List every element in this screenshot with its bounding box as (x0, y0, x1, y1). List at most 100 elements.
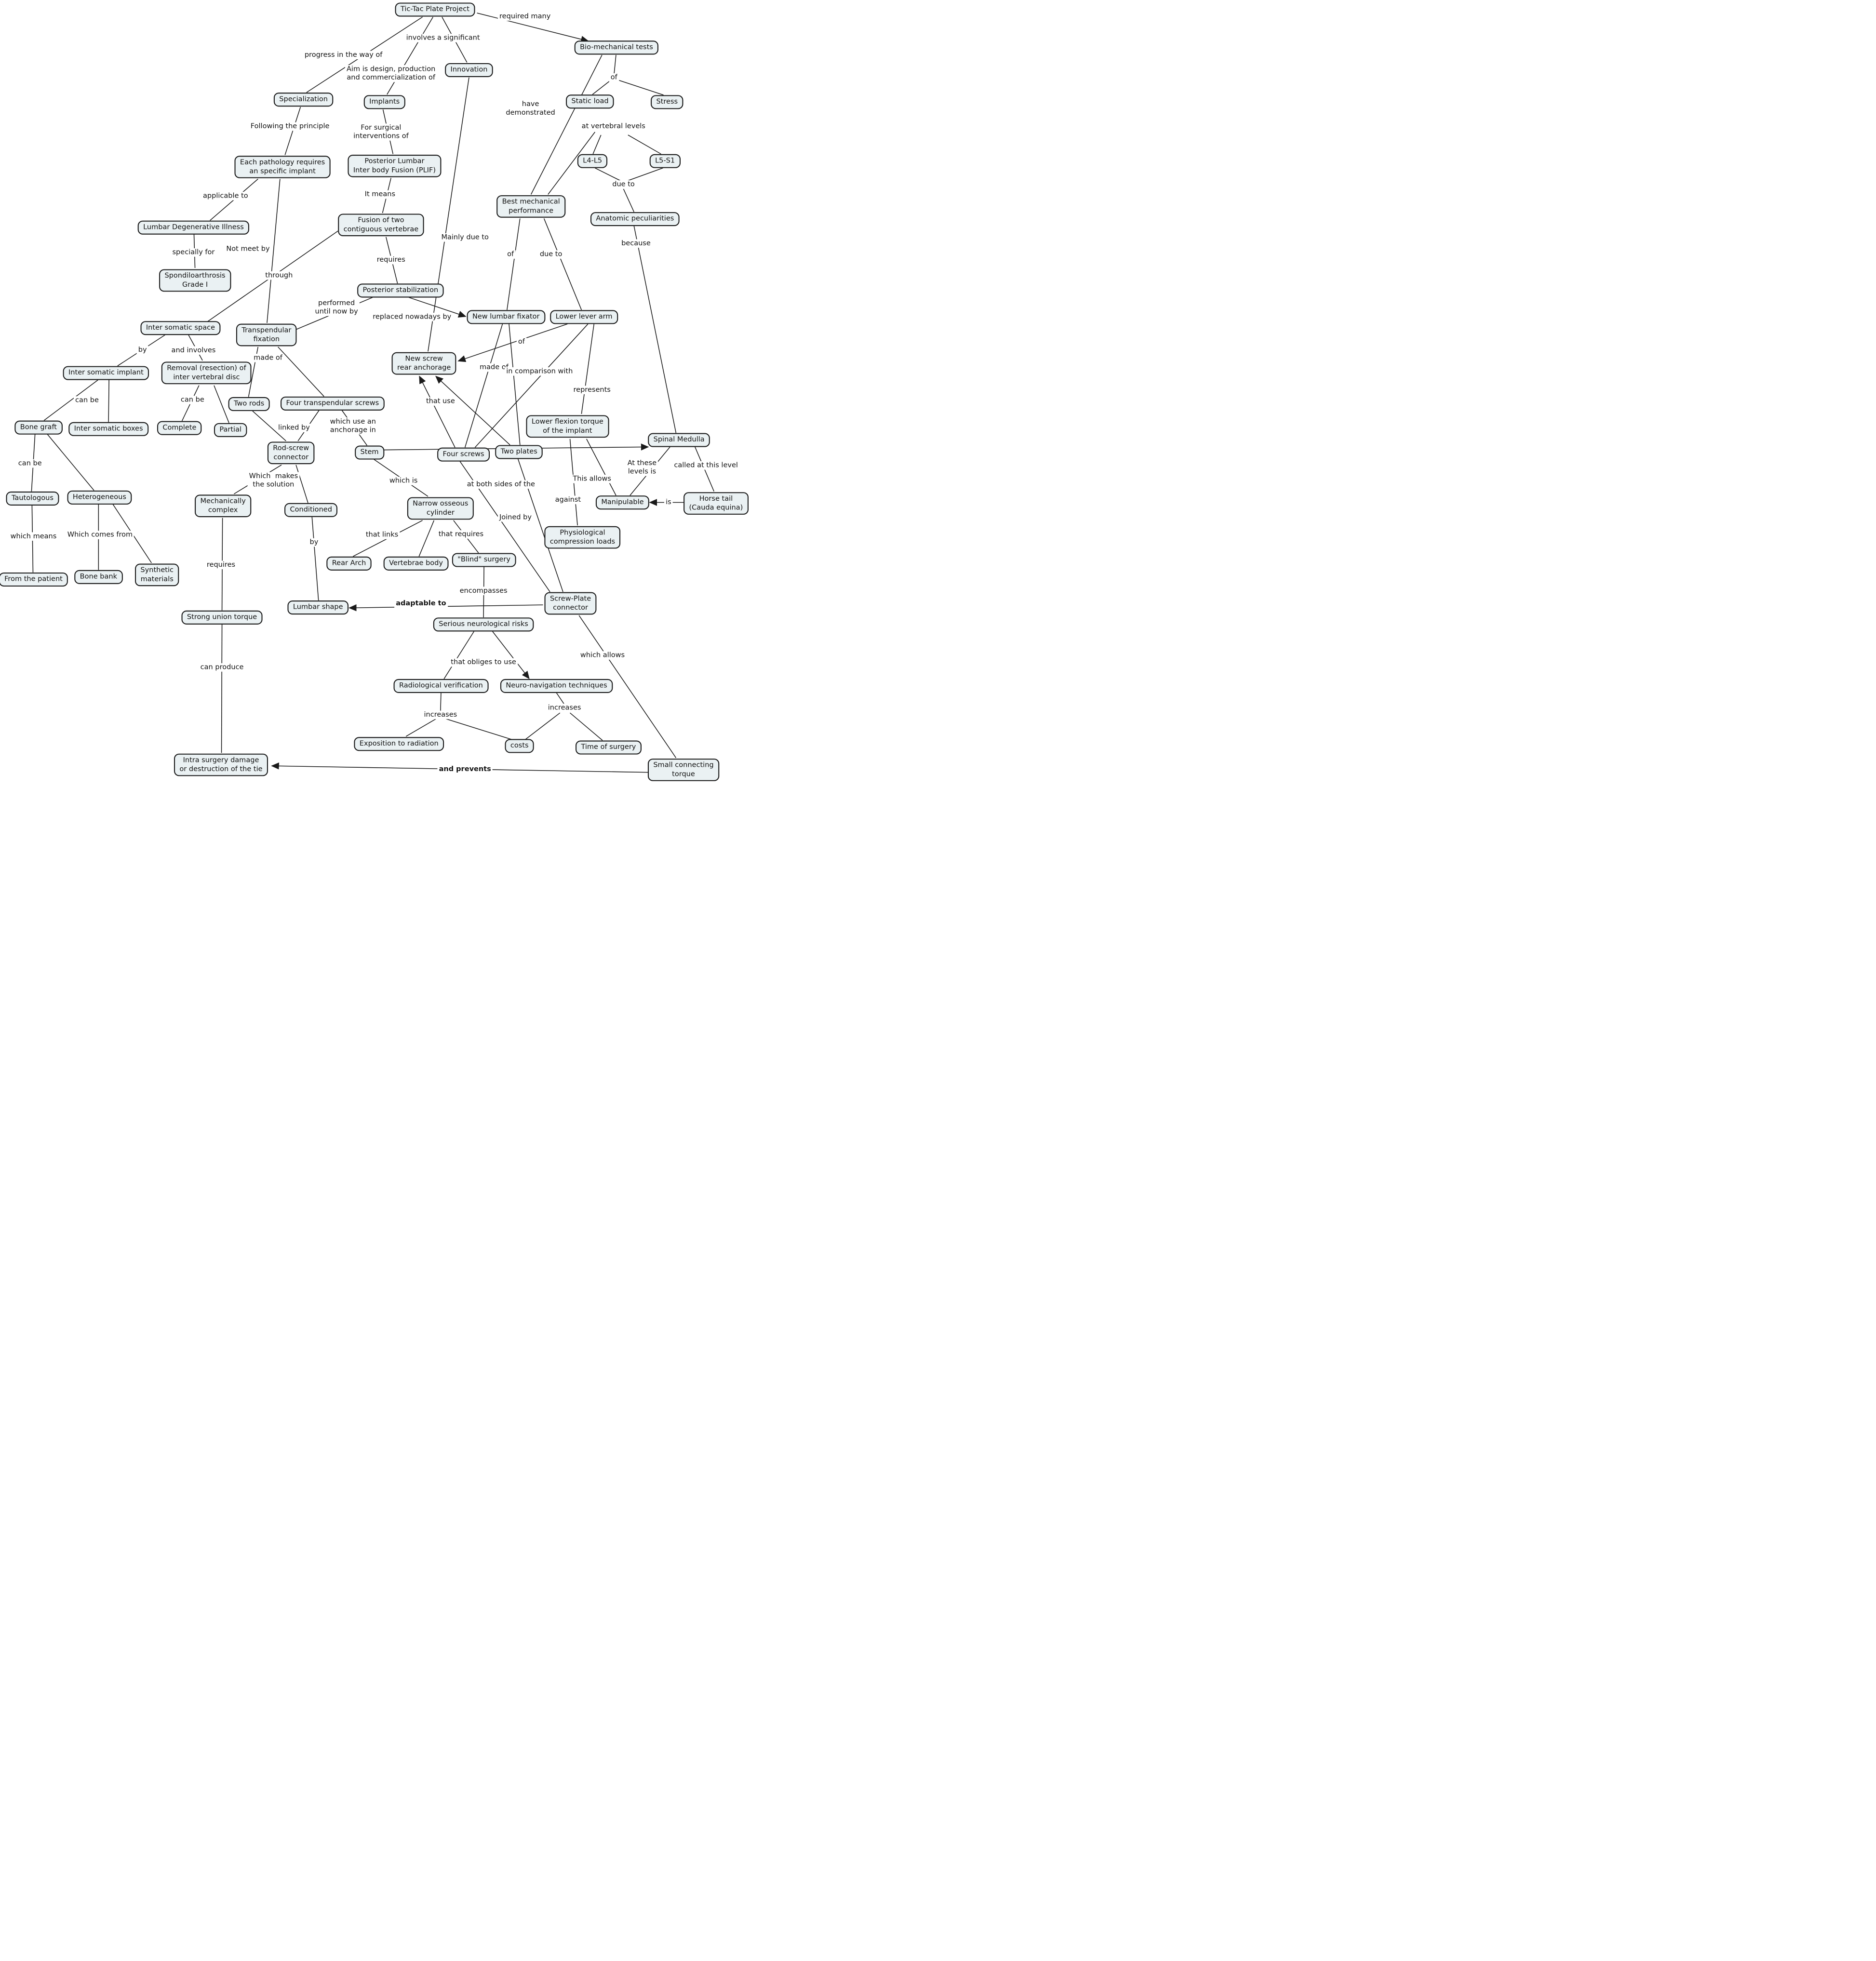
link-label[interactable]: adaptable to (394, 599, 448, 608)
concept-node-bone-bank[interactable]: Bone bank (74, 570, 123, 584)
concept-node-transpendular-fixation[interactable]: Transpendular fixation (236, 323, 297, 347)
concept-node-blind-surgery[interactable]: "Blind" surgery (452, 553, 516, 567)
concept-node-lower-lever-arm[interactable]: Lower lever arm (550, 310, 618, 324)
link-label[interactable]: that requires (437, 530, 485, 539)
concept-node-l5-s1[interactable]: L5-S1 (649, 154, 681, 168)
concept-node-innovation[interactable]: Innovation (445, 63, 493, 77)
link-label[interactable]: requires (205, 560, 237, 569)
concept-node-mechanically-complex[interactable]: Mechanically complex (195, 494, 252, 518)
concept-node-conditioned[interactable]: Conditioned (284, 503, 338, 517)
concept-node-screw-plate-connector[interactable]: Screw-Plate connector (544, 592, 597, 615)
concept-node-bone-graft[interactable]: Bone graft (14, 420, 63, 435)
concept-node-heterogeneous[interactable]: Heterogeneous (67, 490, 132, 505)
link-label[interactable]: replaced nowadays by (371, 312, 453, 321)
link-label[interactable]: linked by (276, 424, 311, 432)
link-label[interactable]: by (308, 538, 320, 547)
link-label[interactable]: required many (497, 12, 552, 21)
concept-node-intra-surgery-damage[interactable]: Intra surgery damage or destruction of t… (174, 753, 268, 776)
concept-node-stress[interactable]: Stress (651, 95, 683, 109)
concept-node-exposition-to-radiation[interactable]: Exposition to radiation (354, 737, 444, 751)
link-label[interactable]: and prevents (437, 765, 493, 774)
concept-node-inter-somatic-space[interactable]: Inter somatic space (140, 321, 221, 335)
link-label[interactable]: of (609, 73, 619, 82)
concept-node-narrow-osseous-cylinder[interactable]: Narrow osseous cylinder (407, 497, 474, 520)
concept-node-implants[interactable]: Implants (363, 95, 405, 109)
link-label[interactable]: at both sides of the (465, 480, 537, 489)
link-label[interactable]: applicable to (201, 191, 250, 200)
link-label[interactable]: made of (252, 353, 284, 362)
link-label[interactable]: requires (375, 255, 407, 265)
link-label[interactable]: which use an anchorage in (328, 417, 378, 435)
link-label[interactable]: can be (16, 459, 43, 468)
concept-node-complete[interactable]: Complete (157, 421, 202, 435)
link-label[interactable]: due to (611, 180, 636, 189)
link-label[interactable]: that use (424, 397, 456, 406)
concept-node-vertebrae-body[interactable]: Vertebrae body (383, 556, 449, 571)
link-label[interactable]: For surgical interventions of (352, 123, 410, 141)
link-label[interactable]: have demonstrated (504, 100, 557, 117)
link-label[interactable]: increases (422, 710, 459, 720)
concept-node-spinal-medulla[interactable]: Spinal Medulla (648, 433, 710, 447)
concept-node-two-plates[interactable]: Two plates (495, 445, 543, 459)
link-label[interactable]: against (553, 495, 583, 505)
link-label[interactable]: encompasses (458, 587, 509, 595)
concept-node-rod-screw-connector[interactable]: Rod-screw connector (267, 441, 315, 465)
concept-node-partial[interactable]: Partial (214, 423, 247, 437)
link-label[interactable]: Following the principle (249, 122, 331, 131)
link-label[interactable]: performed until now by (313, 299, 360, 316)
link-label[interactable]: which means (9, 532, 58, 541)
link-label[interactable]: called at this level (672, 461, 740, 470)
concept-node-static-load[interactable]: Static load (566, 94, 615, 108)
link-label[interactable]: of (505, 250, 516, 259)
concept-node-l4-l5[interactable]: L4-L5 (577, 154, 608, 168)
concept-node-new-screw-rear-anchorage[interactable]: New screw rear anchorage (391, 352, 456, 375)
concept-node-removal-of-disc[interactable]: Removal (resection) of inter vertebral d… (161, 361, 252, 385)
concept-node-neuro-navigation-techniques[interactable]: Neuro-navigation techniques (500, 679, 613, 693)
link-label[interactable]: through (264, 271, 295, 280)
concept-node-serious-neurological-risks[interactable]: Serious neurological risks (433, 617, 534, 631)
link-label[interactable]: which allows (578, 651, 627, 660)
link-label[interactable]: at vertebral levels (580, 122, 647, 131)
concept-node-horse-tail[interactable]: Horse tail (Cauda equina) (683, 492, 749, 515)
concept-node-lumbar-degenerative-illness[interactable]: Lumbar Degenerative Illness (137, 220, 250, 235)
concept-node-spondiloarthrosis[interactable]: Spondiloarthrosis Grade I (159, 269, 231, 292)
link-label[interactable]: that links (364, 531, 400, 539)
link-label[interactable]: that obliges to use (449, 658, 518, 667)
concept-node-tic-tac-plate-project[interactable]: Tic-Tac Plate Project (395, 2, 475, 16)
concept-node-rear-arch[interactable]: Rear Arch (326, 556, 372, 571)
concept-node-each-pathology[interactable]: Each pathology requires an specific impl… (234, 156, 331, 178)
concept-node-fusion-of-two-vertebrae[interactable]: Fusion of two contiguous vertebrae (338, 213, 424, 237)
concept-node-inter-somatic-implant[interactable]: Inter somatic implant (63, 366, 149, 380)
concept-node-costs[interactable]: costs (505, 739, 535, 753)
concept-node-best-mechanical-performance[interactable]: Best mechanical performance (496, 195, 566, 218)
link-label[interactable]: is (664, 498, 673, 507)
concept-node-new-lumbar-fixator[interactable]: New lumbar fixator (467, 310, 545, 324)
link-label[interactable]: of (516, 337, 527, 347)
link-label[interactable]: At these levels is (626, 459, 658, 476)
concept-node-lower-flexion-torque[interactable]: Lower flexion torque of the implant (526, 415, 609, 438)
link-label[interactable]: because (619, 239, 652, 248)
link-label[interactable]: made of (478, 363, 510, 372)
concept-node-tautologous[interactable]: Tautologous (6, 491, 59, 506)
concept-node-small-connecting-torque[interactable]: Small connecting torque (647, 759, 720, 781)
link-label[interactable]: specially for (171, 248, 216, 257)
concept-node-two-rods[interactable]: Two rods (228, 397, 270, 411)
link-label[interactable]: which is (388, 477, 419, 485)
link-label[interactable]: Which makes the solution (247, 472, 300, 489)
link-label[interactable]: represents (572, 386, 612, 394)
link-label[interactable]: Not meet by (225, 244, 271, 253)
link-label[interactable]: Which comes from (66, 531, 134, 539)
concept-node-inter-somatic-boxes[interactable]: Inter somatic boxes (68, 422, 148, 436)
concept-node-four-screws[interactable]: Four screws (437, 447, 490, 462)
link-label[interactable]: by (136, 346, 148, 354)
concept-node-manipulable[interactable]: Manipulable (595, 495, 649, 509)
link-label[interactable]: due to (538, 250, 564, 259)
link-label[interactable]: This allows (571, 475, 613, 483)
link-label[interactable]: can be (179, 396, 206, 404)
link-label[interactable]: in comparison with (505, 367, 575, 376)
concept-node-synthetic-materials[interactable]: Synthetic materials (135, 563, 179, 587)
link-label[interactable]: It means (363, 190, 397, 199)
concept-node-specialization[interactable]: Specialization (273, 93, 334, 107)
concept-node-stem[interactable]: Stem (355, 445, 384, 460)
link-label[interactable]: can be (73, 396, 101, 405)
